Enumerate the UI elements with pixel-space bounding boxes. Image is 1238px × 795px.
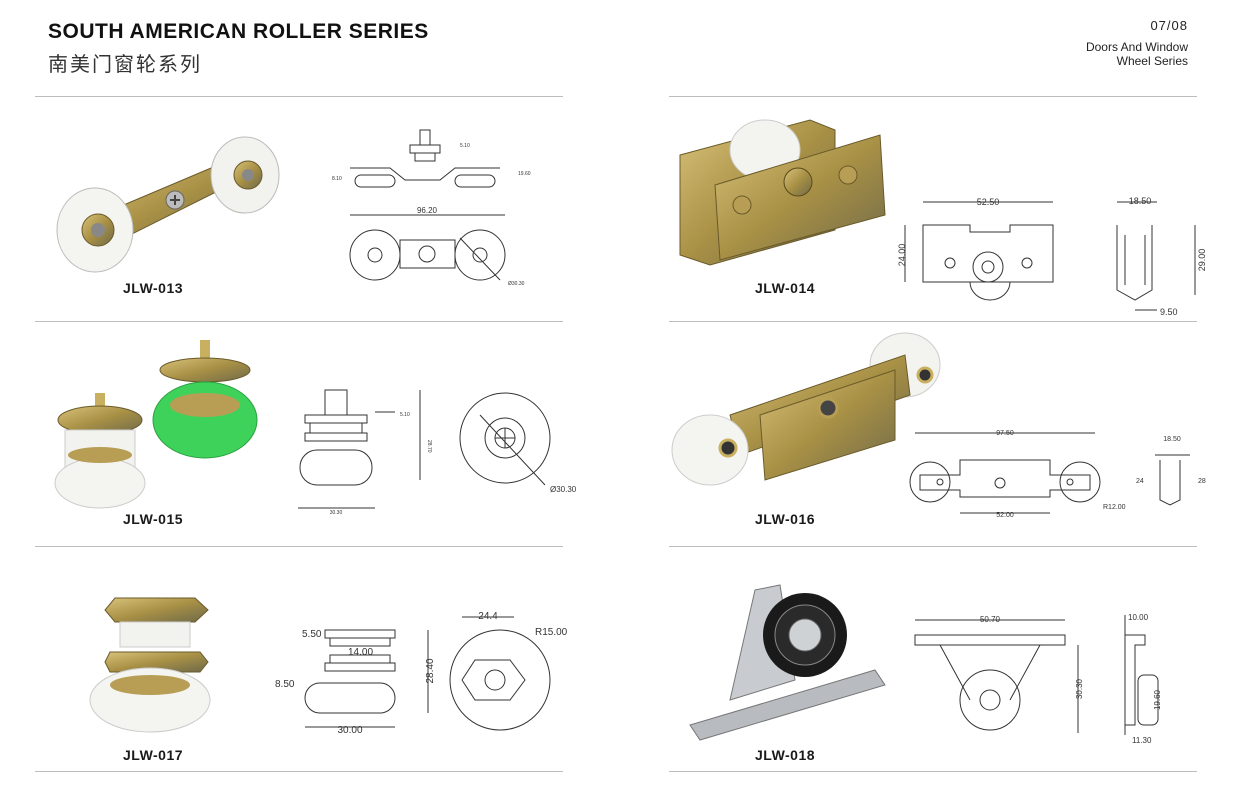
dimension-label: 9.50 xyxy=(1160,307,1178,317)
divider xyxy=(669,321,1197,322)
dimension-label: 11.30 xyxy=(1132,736,1152,745)
product-photo xyxy=(89,597,211,733)
dimension-label: 28.70 xyxy=(426,440,432,453)
technical-drawing: 50.70 30.30 10.00 19.60 11.30 xyxy=(914,613,1162,745)
dimension-label: 10.00 xyxy=(1128,613,1149,622)
divider xyxy=(35,321,563,322)
series-line-2: Wheel Series xyxy=(1116,54,1188,68)
dimension-label: 18.50 xyxy=(1129,196,1152,206)
technical-drawing: 52.50 24.00 18.50 29.00 9.50 xyxy=(897,196,1207,317)
dimension-label: 30.00 xyxy=(337,725,362,736)
dimension-label: 5.50 xyxy=(302,629,322,640)
product-photo xyxy=(679,119,886,266)
series-line-1: Doors And Window xyxy=(1085,40,1188,54)
product-code: JLW-016 xyxy=(755,511,816,527)
technical-drawing: 97.50 52.00 R12.00 18.50 24 28 xyxy=(909,430,1206,519)
dimension-label: 5.10 xyxy=(460,143,470,149)
dimension-label: 28.40 xyxy=(425,658,436,683)
dimension-label: 5.10 xyxy=(400,412,410,418)
series-name: Doors And Window Wheel Series xyxy=(1086,40,1188,68)
dimension-label: Ø30.30 xyxy=(550,485,577,494)
product-photo xyxy=(689,584,886,741)
dimension-label: 8.10 xyxy=(332,176,342,182)
dimension-label: 24.00 xyxy=(897,244,907,267)
dimension-label: 19.60 xyxy=(518,171,531,177)
product-code: JLW-018 xyxy=(755,747,816,763)
dimension-label: R15.00 xyxy=(535,627,568,638)
technical-drawing: 96.20 Ø30.30 5.10 19.60 8.10 xyxy=(332,129,531,287)
technical-drawing: 5.50 14.00 8.50 28.40 30.00 24.4 R15.00 xyxy=(275,611,568,736)
dimension-label: 28 xyxy=(1198,478,1206,485)
dimension-label: 19.60 xyxy=(1153,689,1162,710)
dimension-label: 52.00 xyxy=(996,512,1014,519)
product-code: JLW-014 xyxy=(755,280,816,296)
dimension-label: Ø30.30 xyxy=(508,281,525,287)
dimension-label: 24.4 xyxy=(478,611,498,622)
dimension-label: 96.20 xyxy=(417,206,438,215)
product-photo xyxy=(54,340,258,509)
dimension-label: 24 xyxy=(1136,478,1144,485)
dimension-label: R12.00 xyxy=(1103,504,1126,511)
dimension-label: 14.00 xyxy=(348,647,373,658)
dimension-label: 52.50 xyxy=(977,197,1000,207)
product-photo xyxy=(671,332,941,486)
dimension-label: 30.30 xyxy=(330,510,343,516)
page-number: 07/08 xyxy=(1150,18,1188,33)
dimension-label: 8.50 xyxy=(275,679,295,690)
divider xyxy=(669,96,1197,97)
divider xyxy=(669,771,1197,772)
product-code: JLW-015 xyxy=(123,511,184,527)
product-code: JLW-013 xyxy=(123,280,184,296)
page-subtitle: 南美门窗轮系列 xyxy=(48,52,202,76)
dimension-label: 50.70 xyxy=(980,615,1001,624)
divider xyxy=(669,546,1197,547)
dimension-label: 97.50 xyxy=(996,430,1014,437)
product-code: JLW-017 xyxy=(123,747,184,763)
divider xyxy=(35,96,563,97)
divider xyxy=(35,546,563,547)
dimension-label: 18.50 xyxy=(1163,436,1181,443)
divider xyxy=(35,771,563,772)
technical-drawing: 5.10 28.70 30.30 Ø30.30 xyxy=(298,389,577,516)
dimension-label: 29.00 xyxy=(1197,249,1207,272)
page-title: SOUTH AMERICAN ROLLER SERIES xyxy=(48,20,429,43)
product-photo xyxy=(56,136,280,273)
dimension-label: 30.30 xyxy=(1075,678,1084,699)
